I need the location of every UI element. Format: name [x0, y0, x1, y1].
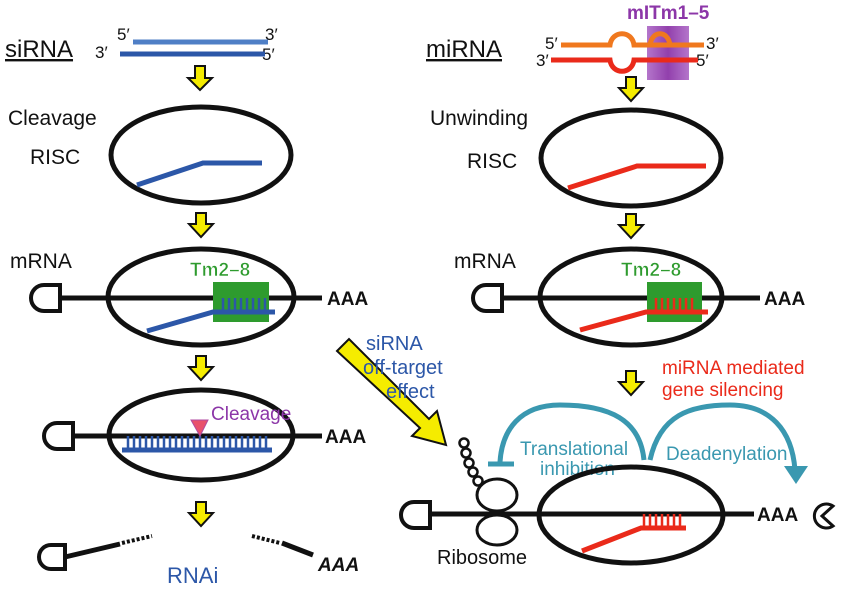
mirna-guide-silencing — [581, 525, 686, 554]
mirna-guide-strand — [551, 57, 698, 74]
yellow-arrow-3 — [186, 355, 216, 382]
mirna-3prime-bottom: 3′ — [536, 51, 549, 70]
mrna-cap-1 — [29, 283, 62, 313]
mirna-passenger-strand — [561, 31, 704, 48]
mirna-seed-label: Tm2–8 — [621, 260, 681, 281]
deadenylation-label: Deadenylation — [666, 444, 787, 465]
fragment-3prime-dashed — [251, 534, 281, 545]
yellow-arrow-6 — [616, 213, 646, 240]
off-target-arrow — [335, 337, 448, 447]
yellow-arrow-7 — [616, 370, 646, 397]
mrna-cap-3 — [37, 543, 67, 571]
rnai-label: RNAi — [167, 563, 218, 588]
sirna-poly-a-2: AAA — [325, 427, 366, 448]
mirna-step-unwinding: Unwinding — [430, 107, 528, 130]
off-target-line2: off-target — [363, 357, 443, 379]
translational-line1: Translational — [520, 439, 628, 460]
mrna-cap-2 — [42, 421, 75, 451]
mirna-5prime-top: 5′ — [545, 34, 558, 53]
mirna-5prime-bottom: 5′ — [696, 51, 709, 70]
ribosome-large-subunit — [475, 477, 519, 513]
sirna-step-cleavage: Cleavage — [8, 107, 97, 130]
silencing-line1: miRNA mediated — [662, 358, 805, 379]
mirna-risc-ellipse — [538, 107, 724, 209]
cleavage-site-marker — [190, 419, 209, 438]
yellow-arrow-1 — [185, 65, 215, 92]
mirna-guide-in-risc — [567, 163, 706, 191]
mirna-3prime-top: 3′ — [706, 34, 719, 53]
mirna-panel: miRNA 5′ 3′ 3′ 5′ mITm1–5 Unwinding RISC… — [399, 3, 836, 569]
sirna-5prime-bottom: 5′ — [262, 45, 275, 64]
mirna-poly-a-1: AAA — [764, 289, 805, 310]
off-target-line3: effect — [386, 381, 435, 403]
deadenylase-enzyme — [812, 502, 836, 530]
deadenylation-arc — [647, 402, 798, 471]
off-target-path: siRNA off-target effect — [335, 333, 448, 447]
fragment-5prime-dashed — [121, 534, 153, 545]
sirna-5prime-top: 5′ — [117, 25, 130, 44]
mrna-cap-5 — [399, 500, 432, 530]
mirna-poly-a-2: AAA — [757, 505, 798, 526]
sirna-poly-a-3: AAA — [317, 555, 359, 576]
mirna-risc-label: RISC — [467, 150, 517, 173]
translational-line2: inhibition — [540, 459, 615, 480]
cleavage-site-label: Cleavage — [211, 404, 291, 425]
sirna-title: siRNA — [5, 36, 73, 63]
sirna-guide-bound — [146, 309, 275, 334]
fragment-3prime — [281, 540, 314, 558]
sirna-3prime-top: 3′ — [265, 25, 278, 44]
sirna-guide-in-risc — [136, 160, 262, 188]
mirna-bulge — [647, 31, 673, 46]
mrna-cap-4 — [471, 283, 504, 313]
ribosome-label: Ribosome — [437, 547, 527, 569]
sirna-risc-label: RISC — [30, 146, 80, 169]
sirna-poly-a-1: AAA — [327, 289, 368, 310]
yellow-arrow-2 — [186, 212, 216, 239]
sirna-seed-label: Tm2–8 — [190, 260, 250, 281]
sirna-3prime-bottom: 3′ — [95, 43, 108, 62]
sirna-risc-ellipse — [108, 104, 294, 206]
mirna-guide-bound — [579, 309, 708, 333]
translational-inhibition-arc — [497, 402, 647, 463]
deadenylation-arrowhead — [784, 466, 808, 484]
off-target-line1: siRNA — [366, 333, 423, 355]
mirna-mrna-label: mRNA — [454, 250, 516, 273]
sirna-mrna-label: mRNA — [10, 250, 72, 273]
silencing-line2: gene silencing — [662, 380, 783, 401]
yellow-arrow-5 — [616, 76, 646, 103]
yellow-arrow-4 — [186, 501, 216, 528]
ribosome-small-subunit — [475, 513, 519, 547]
fragment-5prime — [64, 541, 121, 560]
modification-label: mITm1–5 — [627, 3, 710, 24]
sirna-panel: siRNA 5′ 3′ 3′ 5′ Cleavage RISC mRNA AAA… — [5, 25, 368, 588]
mirna-title: miRNA — [426, 36, 502, 63]
